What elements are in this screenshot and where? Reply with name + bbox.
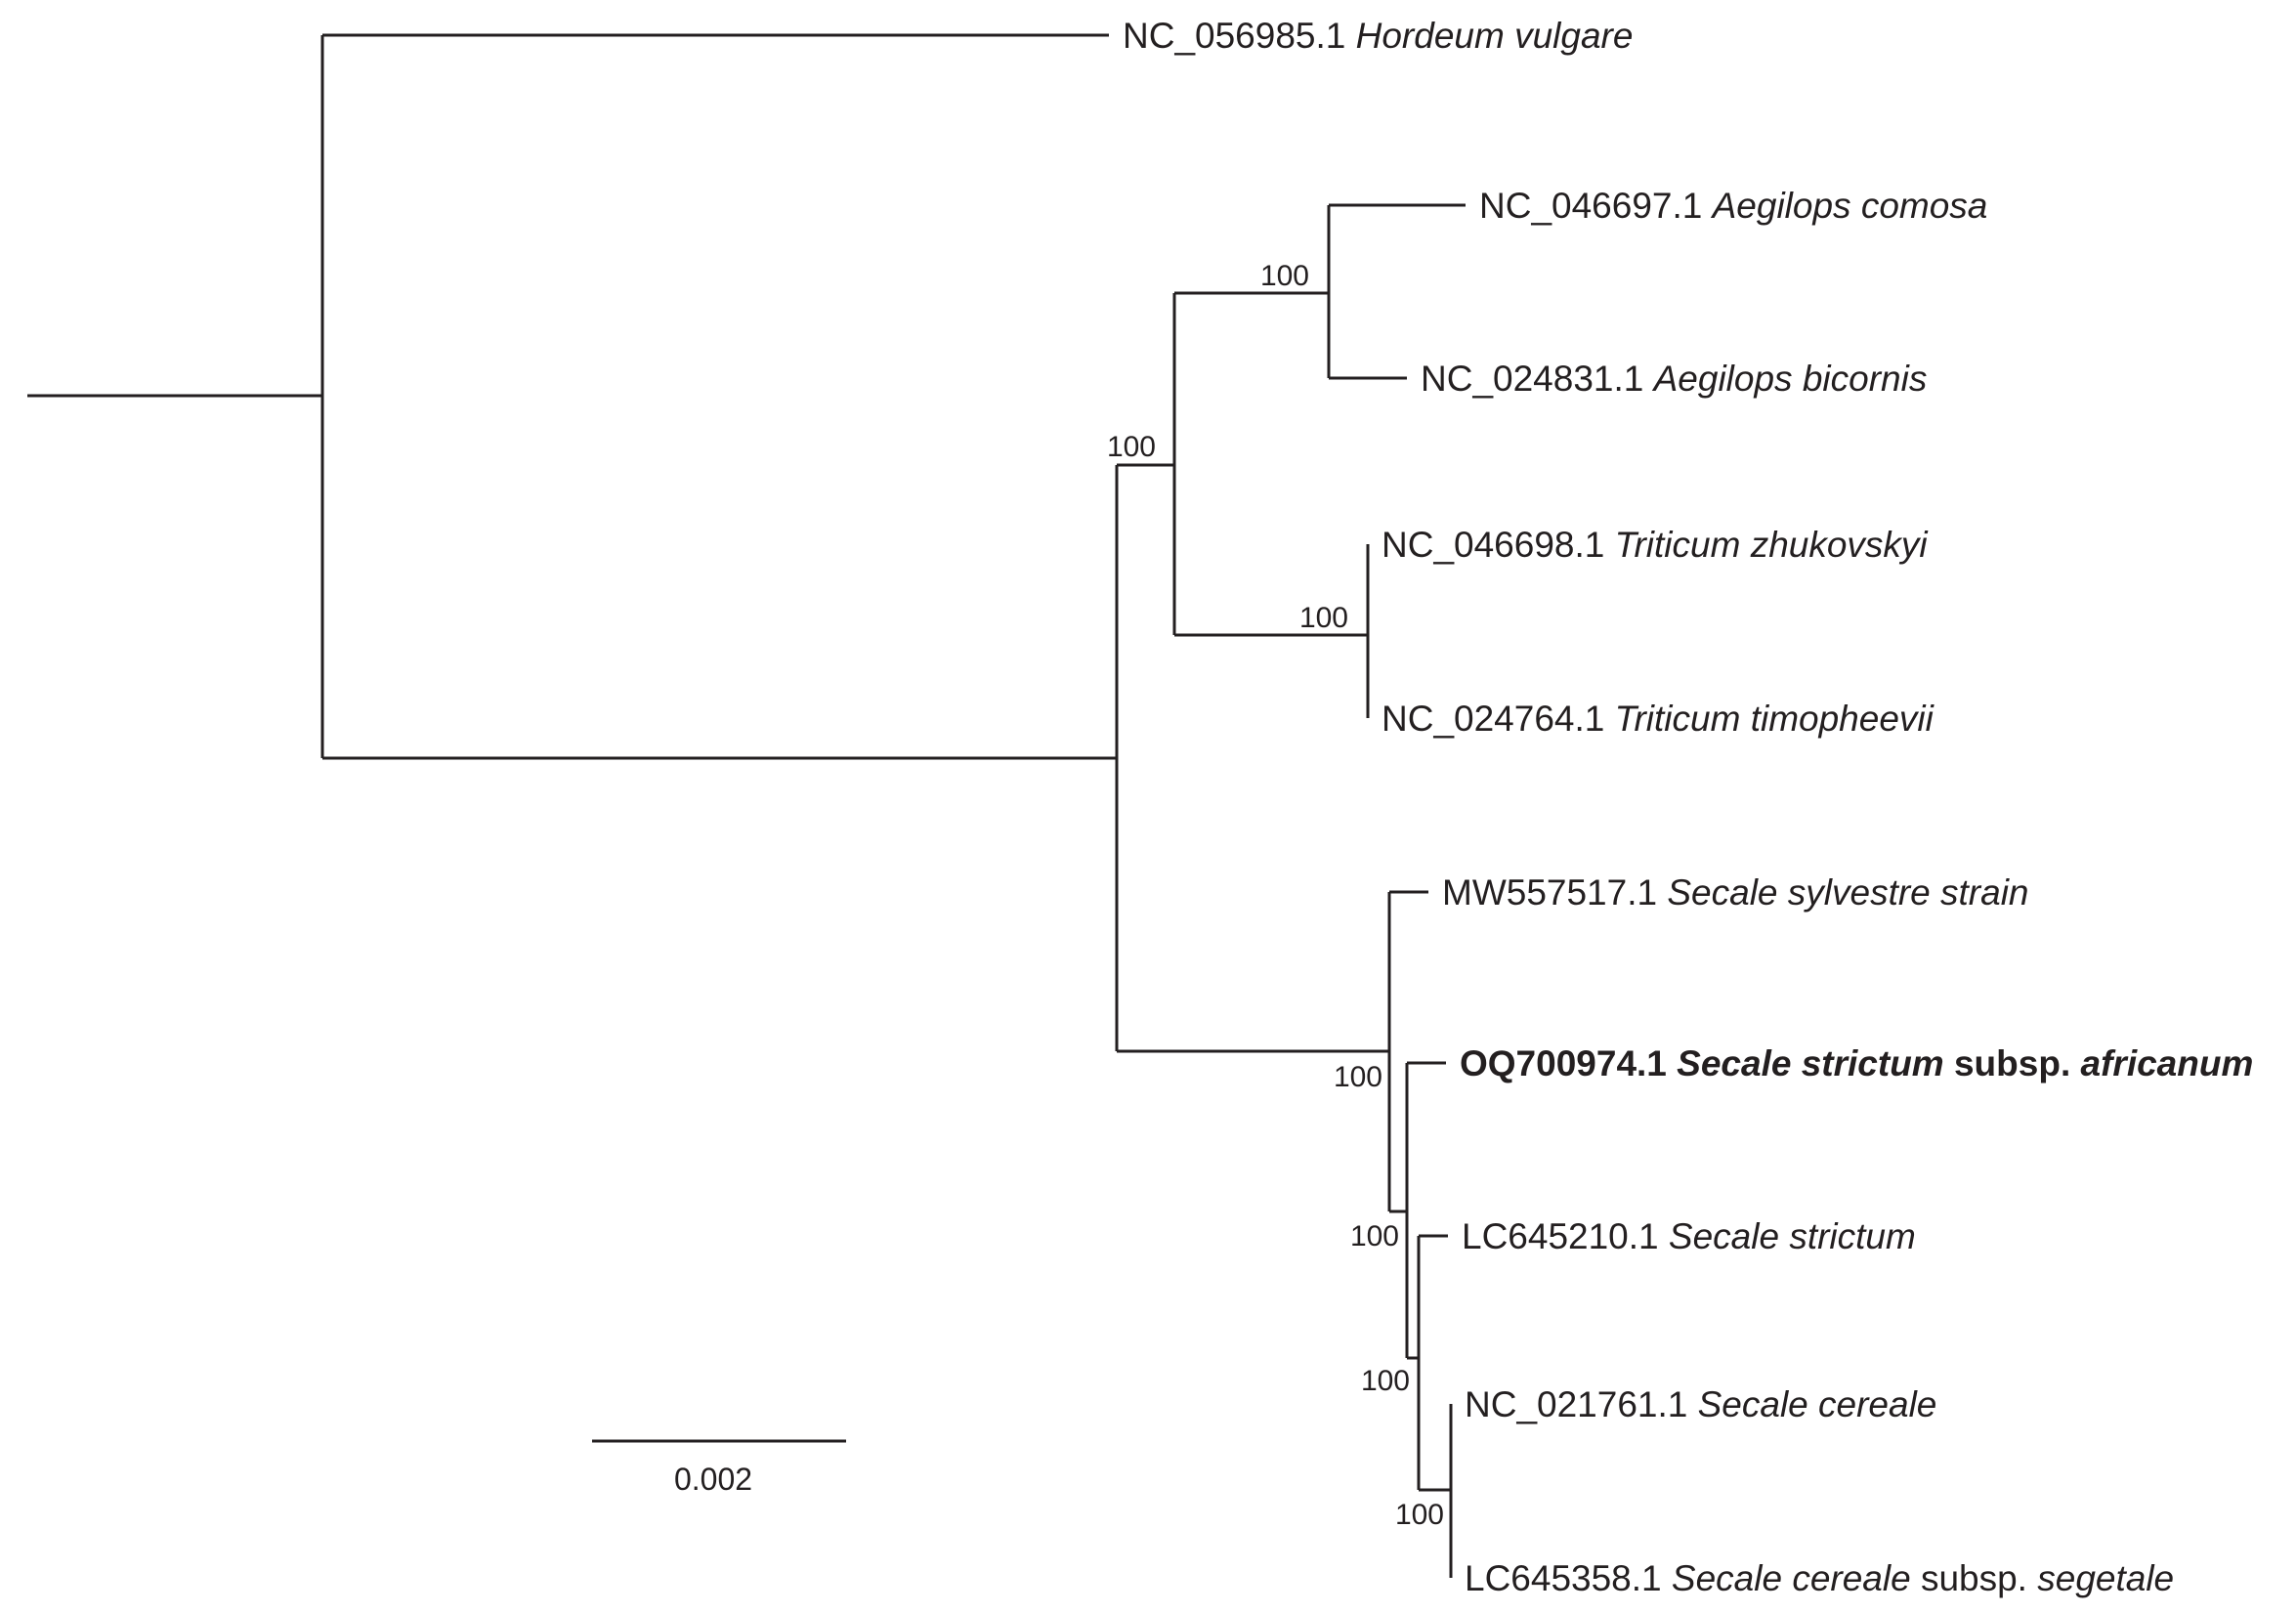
taxon-label-se-segetale: LC645358.1 Secale cereale subsp. segetal… <box>1465 1558 2174 1598</box>
accession-number: NC_046697.1 <box>1479 186 1713 226</box>
accession-number: LC645358.1 <box>1465 1558 1672 1598</box>
rank-label: subsp. <box>1944 1043 2081 1083</box>
accession-number: NC_021761.1 <box>1465 1384 1698 1424</box>
species-name: Secale strictum <box>1669 1216 1916 1256</box>
accession-number: NC_046698.1 <box>1382 525 1615 565</box>
support-value-strictum-cereale-clade: 100 <box>1350 1220 1399 1252</box>
accession-number: MW557517.1 <box>1442 872 1667 913</box>
species-name: Secale cereale <box>1672 1558 1911 1598</box>
support-value-triticum-clade: 100 <box>1299 602 1348 634</box>
taxon-label-ae-comosa: NC_046697.1 Aegilops comosa <box>1479 186 1987 226</box>
support-value-strictum-cereale-inner-clade: 100 <box>1361 1365 1410 1397</box>
accession-number: NC_024764.1 <box>1382 699 1615 739</box>
species-name: Triticum zhukovskyi <box>1615 525 1930 565</box>
tree-branches <box>27 33 1466 1578</box>
accession-number: NC_024831.1 <box>1421 359 1654 399</box>
support-value-aegilops-clade: 100 <box>1260 260 1309 292</box>
taxon-label-se-strictum: LC645210.1 Secale strictum <box>1462 1216 1916 1256</box>
species-name: Triticum timopheevii <box>1615 699 1935 739</box>
species-name: Secale strictum <box>1677 1043 1944 1083</box>
scale-bar-label: 0.002 <box>674 1462 752 1497</box>
species-name: africanum <box>2081 1043 2254 1083</box>
support-value-aegilops-triticum-clade: 100 <box>1107 431 1156 463</box>
accession-number: NC_056985.1 <box>1123 16 1356 56</box>
support-value-secale-clade: 100 <box>1334 1061 1382 1093</box>
species-name: Aegilops comosa <box>1711 186 1988 226</box>
species-name: Secale sylvestre strain <box>1667 872 2028 913</box>
accession-number: OQ700974.1 <box>1460 1043 1677 1083</box>
scale-bar: 0.002 <box>592 1439 846 1497</box>
taxon-label-tr-zhukovskyi: NC_046698.1 Triticum zhukovskyi <box>1382 525 1929 565</box>
rank-label: subsp. <box>1911 1558 2038 1598</box>
taxon-label-tr-timopheevii: NC_024764.1 Triticum timopheevii <box>1382 699 1935 739</box>
taxon-label-se-cereale: NC_021761.1 Secale cereale <box>1465 1384 1936 1424</box>
species-name: Hordeum vulgare <box>1356 16 1634 56</box>
accession-number: LC645210.1 <box>1462 1216 1669 1256</box>
species-name: Secale cereale <box>1698 1384 1937 1424</box>
taxon-label-se-sylvestre: MW557517.1 Secale sylvestre strain <box>1442 872 2029 913</box>
species-name: Aegilops bicornis <box>1652 359 1928 399</box>
taxon-label-se-africanum: OQ700974.1 Secale strictum subsp. africa… <box>1460 1043 2253 1083</box>
support-values: 100 100 100 100 100 100 100 <box>1107 260 1444 1531</box>
taxon-label-hordeum: NC_056985.1 Hordeum vulgare <box>1123 16 1633 56</box>
taxon-label-ae-bicornis: NC_024831.1 Aegilops bicornis <box>1421 359 1927 399</box>
species-name: segetale <box>2037 1558 2174 1598</box>
support-value-cereale-clade: 100 <box>1395 1499 1444 1531</box>
